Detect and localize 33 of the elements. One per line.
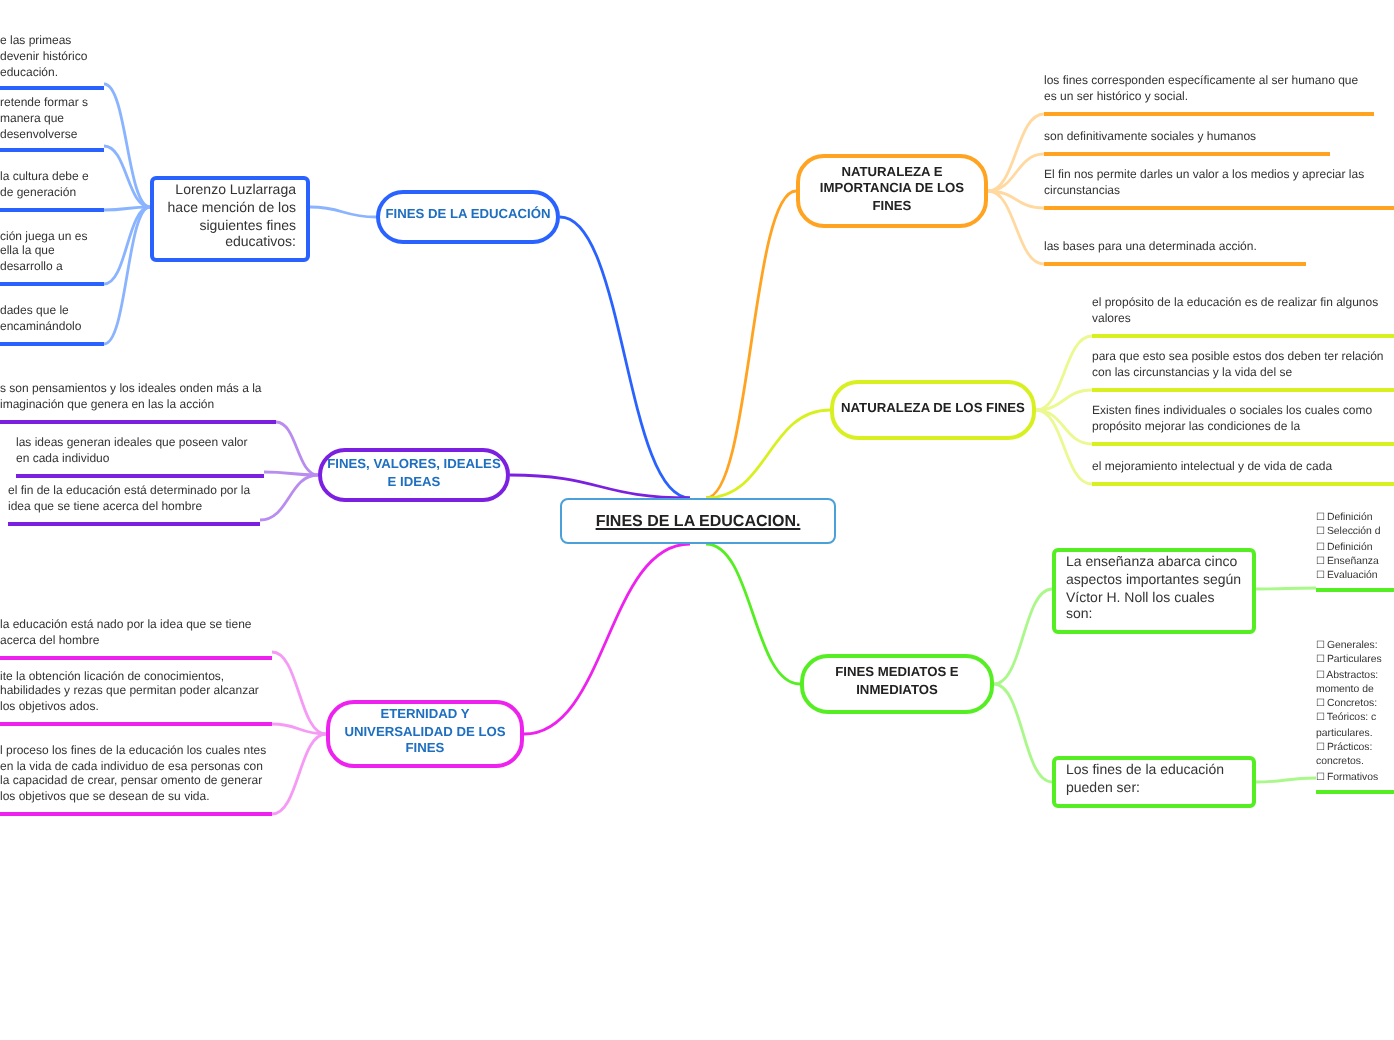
branch-line: [987, 152, 1045, 193]
branch-line: [987, 189, 1045, 210]
branch-line: [103, 205, 151, 346]
branch-line: [275, 420, 319, 477]
branch-line: [103, 144, 151, 209]
branch-line: [523, 542, 691, 736]
branch-line: [987, 112, 1045, 193]
branch-line: [264, 470, 318, 477]
branch-line: [271, 732, 327, 816]
branch-line: [1256, 776, 1316, 784]
branch-line: [993, 682, 1053, 784]
branch-line: [271, 650, 327, 736]
branch-line: [103, 205, 151, 286]
list-note: [1316, 512, 1394, 593]
branch-line: [259, 473, 319, 522]
branch-line: [1035, 388, 1093, 412]
branch-line: [271, 722, 327, 736]
branch-line: [1035, 334, 1093, 412]
branch-line: [103, 82, 151, 209]
central-topic: FINES DE LA EDUCACION.: [560, 498, 836, 544]
branch-line: [705, 408, 831, 500]
branch-line: [1256, 586, 1316, 591]
branch-line: [509, 473, 691, 500]
branch-line: [559, 215, 691, 500]
branch-line: [705, 542, 801, 686]
branch-line: [309, 205, 377, 219]
branch-line: [1035, 408, 1093, 446]
branch-line: [1035, 408, 1093, 486]
branch-line: [993, 587, 1053, 686]
list-note: [1316, 640, 1394, 794]
branch-line: [104, 205, 150, 212]
branch-line: [987, 189, 1045, 266]
branch-line: [705, 189, 797, 500]
